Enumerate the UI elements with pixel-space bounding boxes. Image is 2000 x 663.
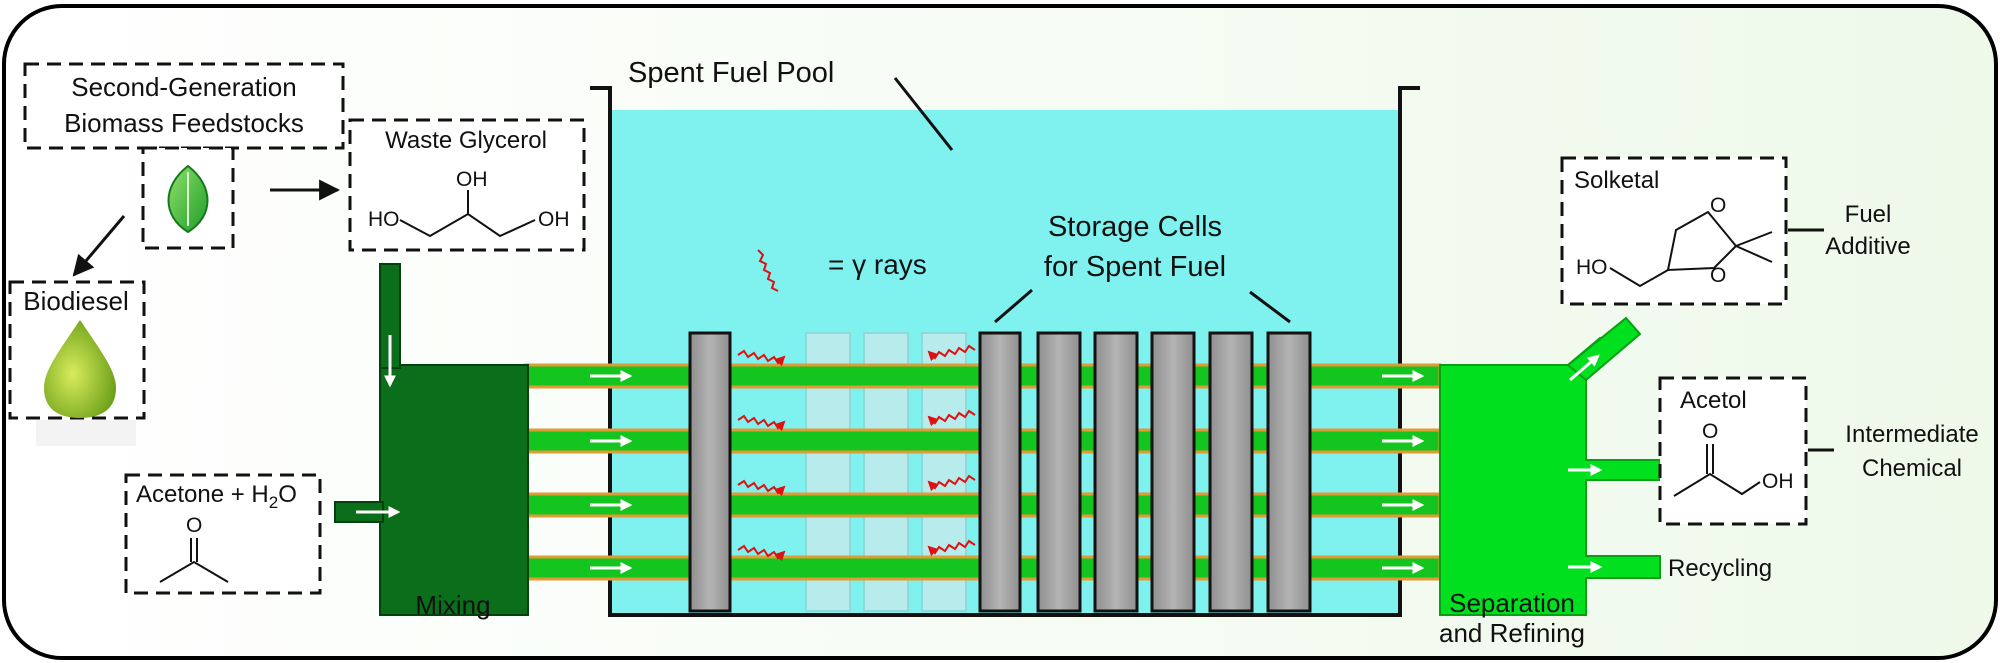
acetol-oh: OH xyxy=(1762,470,1794,493)
gamma-legend-icon xyxy=(757,249,779,292)
gamma-rays xyxy=(737,344,976,562)
acetone-structure xyxy=(159,538,229,583)
acetone-o: O xyxy=(186,514,202,537)
solketal-label: Solketal xyxy=(1574,167,1659,194)
separation-label-line1: Separation xyxy=(1449,588,1575,618)
solketal-ho: HO xyxy=(1576,256,1608,279)
glycerol-oh-right: OH xyxy=(538,208,570,231)
solketal-o-bottom: O xyxy=(1710,264,1726,287)
glycerol-label: Waste Glycerol xyxy=(385,127,547,154)
storage-leader-left xyxy=(994,288,1033,324)
feedstocks-label-line2: Biomass Feedstocks xyxy=(64,108,304,138)
glycerol-ho-left: HO xyxy=(368,208,400,231)
feedstocks-label-line1: Second-Generation xyxy=(71,72,296,102)
pool-wall xyxy=(590,86,1420,617)
storage-leader-right xyxy=(1249,290,1291,324)
mixing-label: Mixing xyxy=(415,590,490,620)
mixing-tank xyxy=(379,364,529,616)
storage-label-line1: Storage Cells xyxy=(1048,211,1222,243)
storage-cell xyxy=(688,331,732,613)
intermediate-line1: Intermediate xyxy=(1845,421,1978,448)
storage-cell xyxy=(978,331,1022,613)
gamma-legend-label: = γ rays xyxy=(828,249,927,280)
solketal-box xyxy=(1560,156,1788,306)
oil-drop-icon xyxy=(44,320,116,418)
solketal-o-top: O xyxy=(1710,194,1726,217)
separation-label-line2: and Refining xyxy=(1439,618,1585,648)
feedstocks-box xyxy=(23,62,345,150)
fuel-additive-line2: Additive xyxy=(1825,233,1910,260)
fuel-additive-line1: Fuel xyxy=(1845,201,1892,228)
drop-shadow xyxy=(36,420,136,446)
acetol-o: O xyxy=(1702,420,1718,443)
flow-arrows xyxy=(590,354,1603,574)
glycerol-box xyxy=(348,118,586,252)
storage-cell xyxy=(1208,331,1254,613)
acetol-structure xyxy=(1673,444,1761,497)
pool-label: Spent Fuel Pool xyxy=(628,57,834,89)
biodiesel-label: Biodiesel xyxy=(23,286,129,316)
acetol-label: Acetol xyxy=(1680,387,1747,414)
storage-cell xyxy=(1150,331,1196,613)
glycerol-oh-top: OH xyxy=(456,168,488,191)
recycling-label: Recycling xyxy=(1668,555,1772,582)
acetol-box xyxy=(1658,376,1808,526)
storage-cell xyxy=(1266,331,1312,613)
solketal-structure xyxy=(1609,210,1773,288)
storage-cell xyxy=(1036,331,1082,613)
arrow-to-biodiesel xyxy=(72,215,126,277)
acetone-box xyxy=(124,473,322,595)
pool-leader-line xyxy=(893,77,954,151)
storage-label-line2: for Spent Fuel xyxy=(1044,251,1226,283)
glycerol-structure xyxy=(399,190,536,238)
acetone-label: Acetone + H2O xyxy=(136,481,297,512)
storage-cell xyxy=(1093,331,1139,613)
storage-cells xyxy=(688,331,1312,613)
leaf-icon xyxy=(167,164,209,234)
intermediate-line2: Chemical xyxy=(1862,455,1962,482)
